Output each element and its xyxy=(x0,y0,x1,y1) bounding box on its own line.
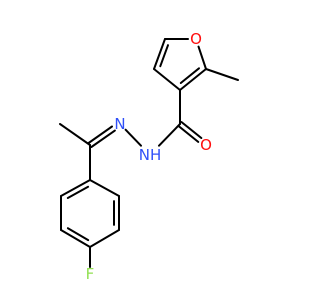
atom-label-nh: NH xyxy=(139,146,162,164)
bond-Ci-CiMe xyxy=(59,123,91,146)
bond-C4-C5-inner xyxy=(159,44,169,68)
bond-A1-A2 xyxy=(60,179,91,197)
bond-Cc-Oc xyxy=(177,124,200,143)
bond-C2-CMe xyxy=(205,68,239,81)
bond-A3-A4 xyxy=(60,229,91,248)
atom-label-n2: N xyxy=(114,115,125,133)
bond-C2-C3 xyxy=(179,68,207,91)
bond-C3-C4 xyxy=(153,68,181,91)
bond-A6-A1 xyxy=(89,179,120,197)
bond-Cc-NH xyxy=(158,123,181,147)
bond-C4-C5 xyxy=(153,38,166,70)
bond-NH-N2 xyxy=(124,128,142,147)
bond-A3-A4-inner xyxy=(66,227,90,242)
bond-O1-C2 xyxy=(197,45,207,70)
bond-C2-C3-inner xyxy=(179,67,200,84)
bond-N2-Ci xyxy=(87,125,113,144)
atom-label-f: F xyxy=(86,265,95,283)
bonds-layer xyxy=(59,38,239,268)
molecule-structure: O O NH N F xyxy=(59,30,239,283)
bond-A4-A5 xyxy=(89,229,120,248)
bond-Cc-Oc-second xyxy=(180,121,203,139)
atom-label-o1: O xyxy=(190,30,202,48)
atom-labels-layer: O O NH N F xyxy=(86,30,212,283)
atom-label-oc: O xyxy=(200,136,212,154)
bond-A1-A2-inner xyxy=(66,185,90,199)
bond-N2-Ci-second xyxy=(90,129,116,148)
